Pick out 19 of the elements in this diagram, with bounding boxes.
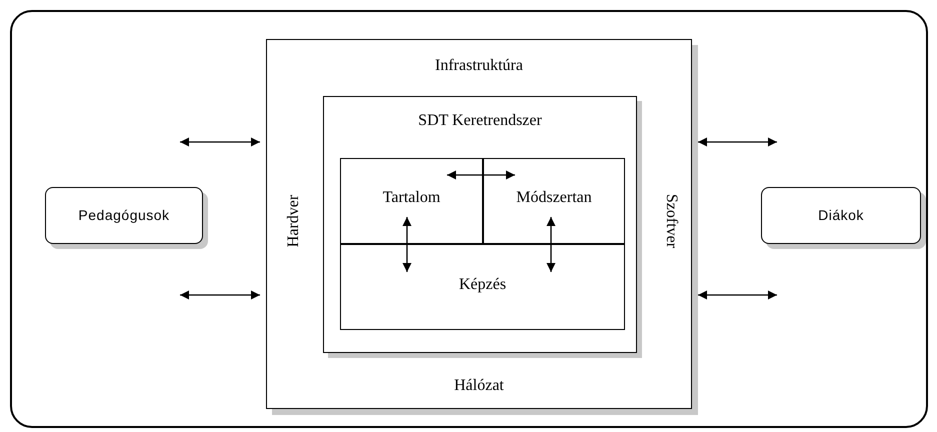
double-arrow xyxy=(447,170,515,180)
box-title: SDT Keretrendszer xyxy=(418,111,542,131)
box-label: Diákok xyxy=(818,206,864,225)
box-label: Tartalom xyxy=(382,188,440,208)
box-label: Módszertan xyxy=(516,188,592,208)
side-label: Hardver xyxy=(284,194,303,248)
double-arrow xyxy=(402,217,412,272)
box-title: Infrastruktúra xyxy=(435,56,523,76)
double-arrow xyxy=(180,138,260,146)
bottom-label: Hálózat xyxy=(454,376,504,396)
box-label: Képzés xyxy=(458,275,506,295)
section-box xyxy=(483,158,625,244)
section-box xyxy=(340,158,483,244)
double-arrow xyxy=(180,290,260,300)
box-label: Pedagógusok xyxy=(78,206,170,225)
side-label: Szoftver xyxy=(662,194,681,248)
double-arrow xyxy=(546,217,556,272)
section-box xyxy=(340,244,625,330)
frame-box xyxy=(10,10,928,428)
